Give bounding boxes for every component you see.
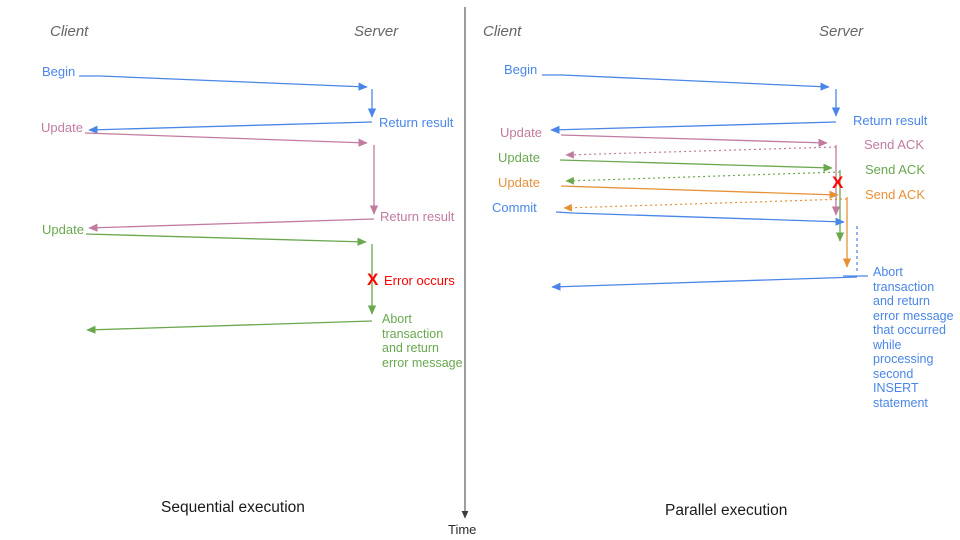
seq-begin-request-arrow [79, 75, 368, 91]
par-update-2-request-arrow [559, 159, 833, 172]
left-abort-message: Abort transaction and return error messa… [382, 312, 463, 370]
seq-return-result-2-arrow [88, 218, 375, 232]
right-commit-label: Commit [492, 200, 537, 215]
left-return-result-1-label: Return result [379, 115, 454, 130]
par-return-result-arrow [550, 121, 837, 134]
left-caption: Sequential execution [161, 499, 305, 516]
par-update-3-request-arrow [560, 185, 839, 199]
right-update-1-label: Update [500, 125, 542, 140]
par-send-ack-3-arrow [563, 198, 848, 212]
right-client-header: Client [483, 23, 522, 40]
right-update-3-label: Update [498, 175, 540, 190]
right-caption: Parallel execution [665, 502, 788, 519]
left-error-occurs-label: Error occurs [384, 273, 455, 288]
seq-return-result-1-arrow [88, 121, 373, 134]
par-send-ack-1-arrow [565, 146, 837, 159]
left-begin-label: Begin [42, 64, 76, 79]
par-update-1-request-arrow [560, 134, 828, 147]
seq-update-1-request-arrow [84, 132, 368, 147]
left-return-result-2-label: Return result [380, 209, 455, 224]
seq-update-2-request-arrow [85, 233, 367, 246]
time-axis-label: Time [448, 522, 477, 537]
right-begin-label: Begin [504, 62, 538, 77]
par-send-ack-2-arrow [565, 171, 841, 185]
left-client-header: Client [50, 23, 89, 40]
right-abort-message: Abort transaction and return error messa… [873, 265, 954, 410]
seq-abort-return-arrow [86, 320, 373, 334]
par-commit-request-arrow [555, 211, 845, 226]
left-server-header: Server [354, 23, 399, 40]
par-begin-request-arrow [542, 74, 830, 91]
right-send-ack-1-label: Send ACK [864, 137, 924, 152]
par-abort-return-arrow [551, 276, 858, 291]
right-error-x-icon: X [832, 173, 844, 192]
right-server-header: Server [819, 23, 864, 40]
left-update-2-label: Update [42, 222, 84, 237]
right-update-2-label: Update [498, 150, 540, 165]
right-send-ack-3-label: Send ACK [865, 187, 925, 202]
right-send-ack-2-label: Send ACK [865, 162, 925, 177]
left-update-1-label: Update [41, 120, 83, 135]
left-error-x-icon: X [367, 270, 379, 289]
right-return-result-label: Return result [853, 113, 928, 128]
